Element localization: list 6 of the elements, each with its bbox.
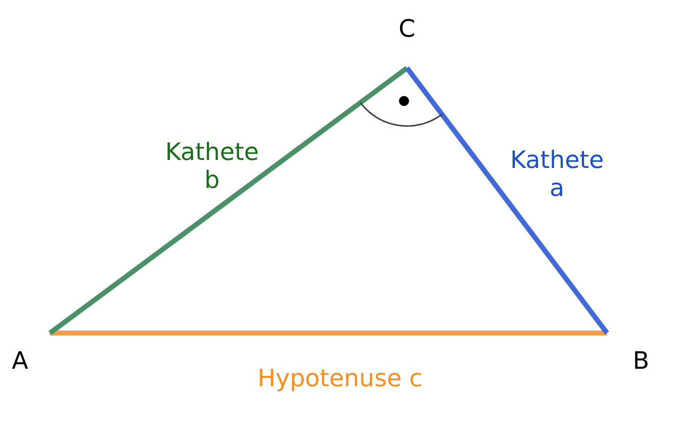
label: Hypotenuse c xyxy=(260,368,421,392)
label: C xyxy=(400,18,414,38)
label: Kathete b xyxy=(168,142,258,188)
label: B xyxy=(635,351,648,369)
label: A xyxy=(12,351,28,369)
label: Kathete a xyxy=(512,150,603,196)
